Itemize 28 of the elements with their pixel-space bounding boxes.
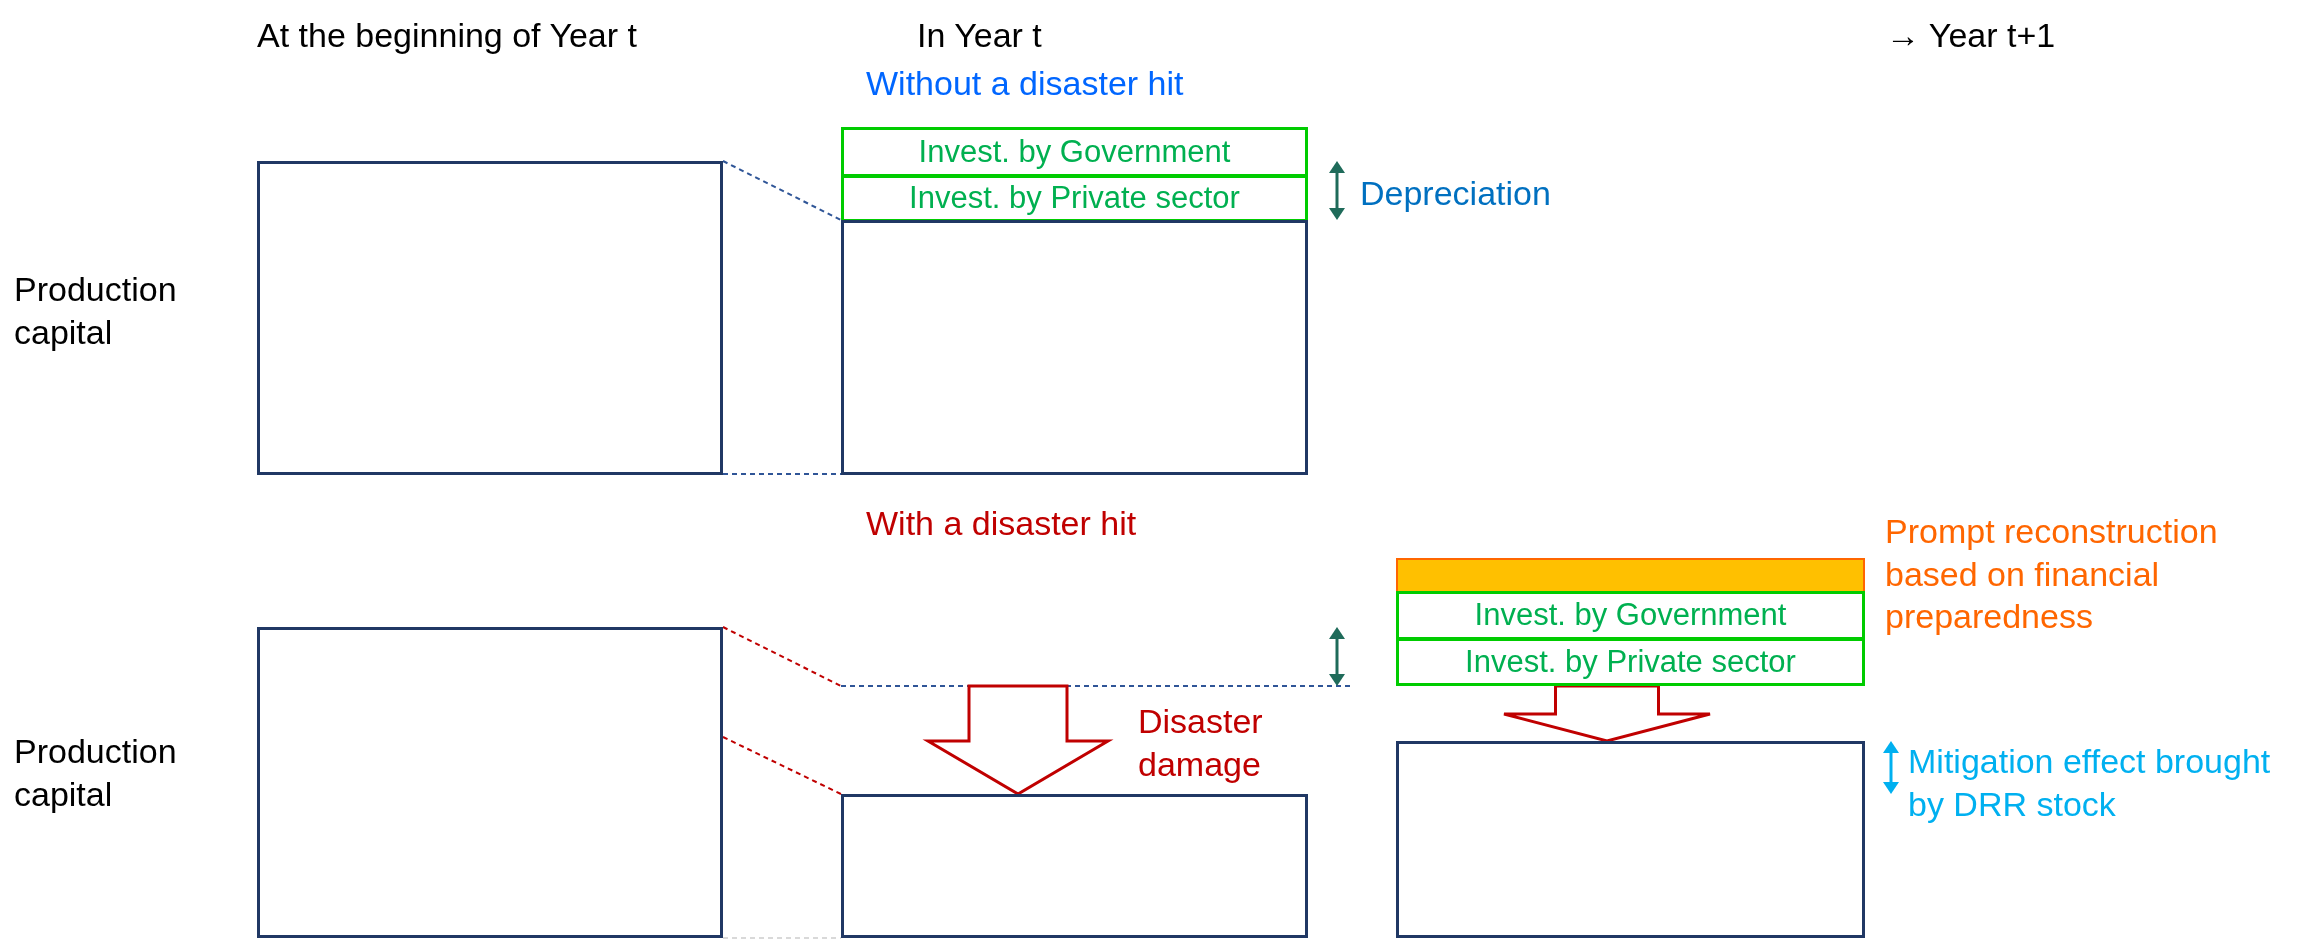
capital-box xyxy=(841,794,1308,938)
investment-box: Invest. by Private sector xyxy=(841,175,1308,222)
capital-box xyxy=(1396,741,1865,938)
label-text: Production capital xyxy=(14,731,178,815)
capital-box xyxy=(841,220,1308,475)
block-arrow xyxy=(1502,684,1712,743)
note-text: Prompt reconstruction based on financial preparedness xyxy=(1885,511,2219,637)
investment-box: Invest. by Government xyxy=(841,127,1308,177)
label-text: Production capital xyxy=(14,269,178,353)
edge-label: Disaster damage xyxy=(1138,701,1264,785)
label-text: Mitigation effect brought by DRR stock xyxy=(1908,741,2272,825)
connector-line xyxy=(722,736,842,795)
label-text: With a disaster hit xyxy=(866,503,1137,544)
investment-box: Invest. by Private sector xyxy=(1396,638,1865,686)
block-arrow xyxy=(922,684,1114,796)
connector-line xyxy=(722,626,842,687)
reconstruction-bar xyxy=(1396,558,1865,593)
label-text: In Year t xyxy=(917,15,1042,56)
label-text: Depreciation xyxy=(1360,173,1551,214)
label-text: Without a disaster hit xyxy=(866,63,1184,104)
capital-box xyxy=(257,161,723,475)
connector-line xyxy=(722,473,842,475)
capital-box xyxy=(257,627,723,938)
connector-line xyxy=(722,937,842,939)
investment-box: Invest. by Government xyxy=(1396,591,1865,640)
label-text: At the beginning of Year t xyxy=(257,15,637,56)
connector-line xyxy=(722,160,842,221)
label-text: → Year t+1 xyxy=(1886,15,2056,56)
